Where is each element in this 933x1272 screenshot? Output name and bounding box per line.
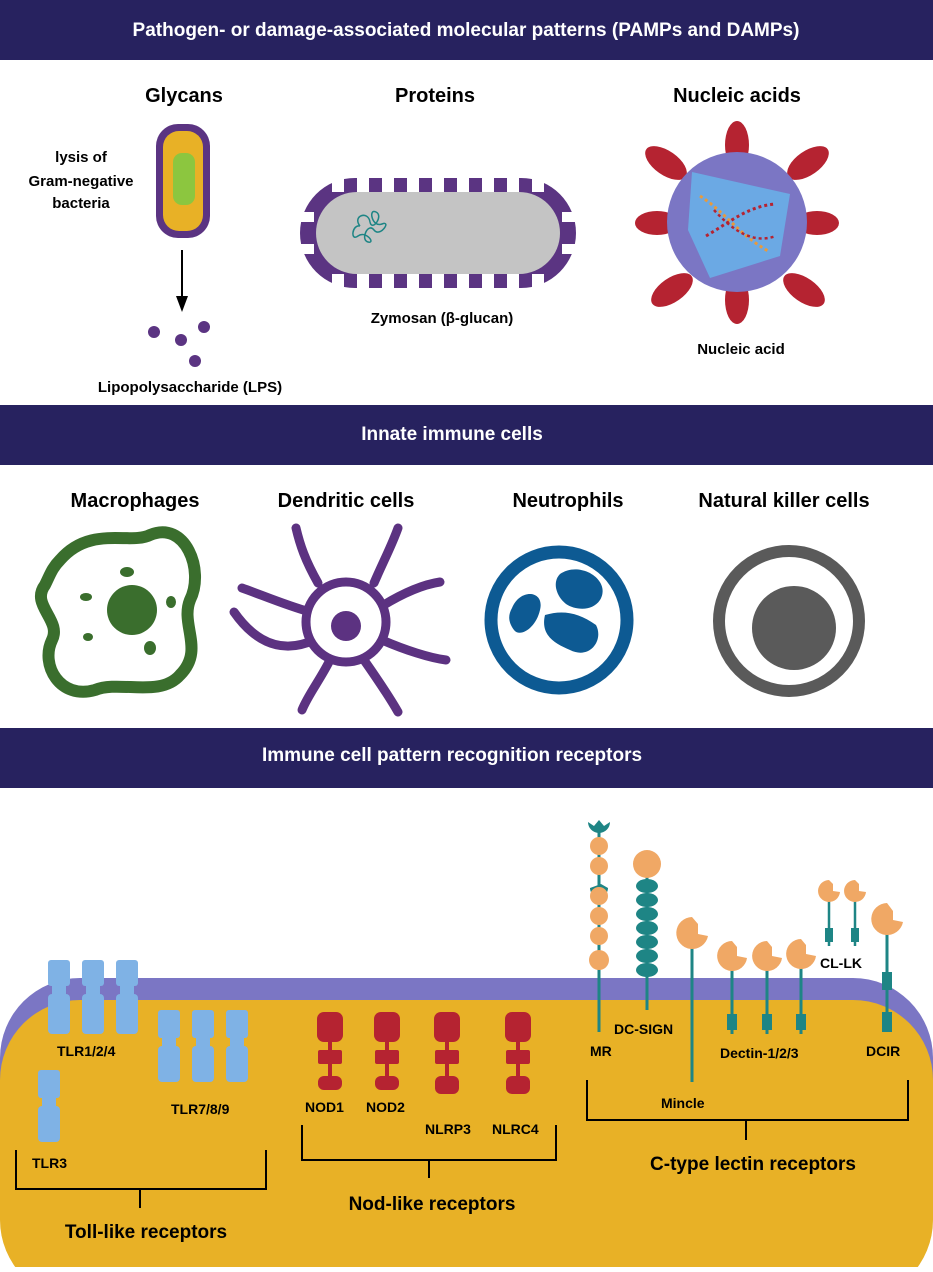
lps-label: Lipopolysaccharide (LPS)	[98, 379, 282, 396]
virus-particle	[635, 121, 839, 324]
zymosan-label: Zymosan (β-glucan)	[371, 310, 514, 327]
nlr-receptors	[317, 1012, 531, 1094]
band-patterns-title: Pathogen- or damage-associated molecular…	[133, 20, 800, 41]
dendritic-cell	[229, 523, 451, 717]
mr-label: MR	[590, 1043, 612, 1059]
dcir-receptor	[871, 903, 903, 1032]
dectin-receptors	[717, 939, 816, 1034]
proteins-heading: Proteins	[395, 85, 475, 107]
band-receptors: Immune cell pattern recognition receptor…	[0, 728, 933, 788]
tlr124-label: TLR1/2/4	[57, 1043, 116, 1059]
macrophage-cell	[35, 526, 201, 698]
nod2-receptor	[374, 1012, 400, 1090]
cells-panel: Macrophages Dendritic cells Neutrophils …	[35, 490, 870, 717]
nod2-label: NOD2	[366, 1099, 405, 1115]
zymosan-particle	[298, 176, 578, 290]
nlr-group-label: Nod-like receptors	[349, 1194, 516, 1215]
nlrp3-receptor	[434, 1012, 460, 1094]
clr-group-label: C-type lectin receptors	[650, 1154, 856, 1175]
proteins-panel: Proteins	[298, 85, 578, 327]
neutrophil-cell	[484, 545, 634, 695]
glycans-panel: Glycans lysis of Gram-negative bacteria …	[28, 85, 282, 396]
band-cells-title: Innate immune cells	[361, 424, 543, 445]
glycans-heading: Glycans	[145, 85, 223, 107]
mincle-label: Mincle	[661, 1095, 705, 1111]
clr-bracket	[586, 1080, 909, 1140]
band-cells: Innate immune cells	[0, 405, 933, 465]
glycans-note-line-3: bacteria	[52, 195, 110, 212]
tlr-group-label: Toll-like receptors	[65, 1222, 227, 1243]
mincle-receptor	[676, 917, 708, 1082]
dendritic-heading: Dendritic cells	[278, 490, 415, 512]
tlr3-label: TLR3	[32, 1155, 67, 1171]
gram-negative-bacterium	[156, 124, 210, 238]
band-patterns: Pathogen- or damage-associated molecular…	[0, 0, 933, 60]
band-receptors-title: Immune cell pattern recognition receptor…	[262, 745, 642, 766]
neutrophils-heading: Neutrophils	[512, 490, 623, 512]
cllk-label: CL-LK	[820, 955, 862, 971]
tlr789-label: TLR7/8/9	[171, 1101, 230, 1117]
macrophages-heading: Macrophages	[71, 490, 200, 512]
nod1-label: NOD1	[305, 1099, 344, 1115]
cllk-receptors	[818, 880, 866, 946]
tlr-receptors	[38, 960, 248, 1142]
nod1-receptor	[317, 1012, 343, 1090]
lps-dots	[148, 321, 210, 367]
mr-receptor	[588, 820, 610, 1032]
nlrp3-label: NLRP3	[425, 1121, 471, 1137]
dectin-label: Dectin-1/2/3	[720, 1045, 799, 1061]
tlr124-cluster	[48, 960, 138, 1034]
nucleic-label: Nucleic acid	[697, 341, 785, 358]
nlr-bracket	[301, 1125, 557, 1178]
dcsign-label: DC-SIGN	[614, 1021, 673, 1037]
tlr3-receptor	[38, 1070, 60, 1142]
nlrc4-label: NLRC4	[492, 1121, 539, 1137]
nk-cell	[713, 545, 865, 697]
nlrc4-receptor	[505, 1012, 531, 1094]
nk-heading: Natural killer cells	[698, 490, 869, 512]
dcsign-receptor	[633, 850, 661, 1010]
tlr-bracket	[15, 1150, 267, 1208]
tlr789-cluster	[158, 1010, 248, 1082]
nucleic-panel: Nucleic acids Nucleic acid	[635, 85, 839, 358]
glycans-note-line-2: Gram-negative	[28, 173, 133, 190]
lysis-arrow	[176, 250, 188, 312]
nucleic-heading: Nucleic acids	[673, 85, 801, 107]
glycans-note-line-1: lysis of	[55, 149, 108, 166]
dcir-label: DCIR	[866, 1043, 900, 1059]
